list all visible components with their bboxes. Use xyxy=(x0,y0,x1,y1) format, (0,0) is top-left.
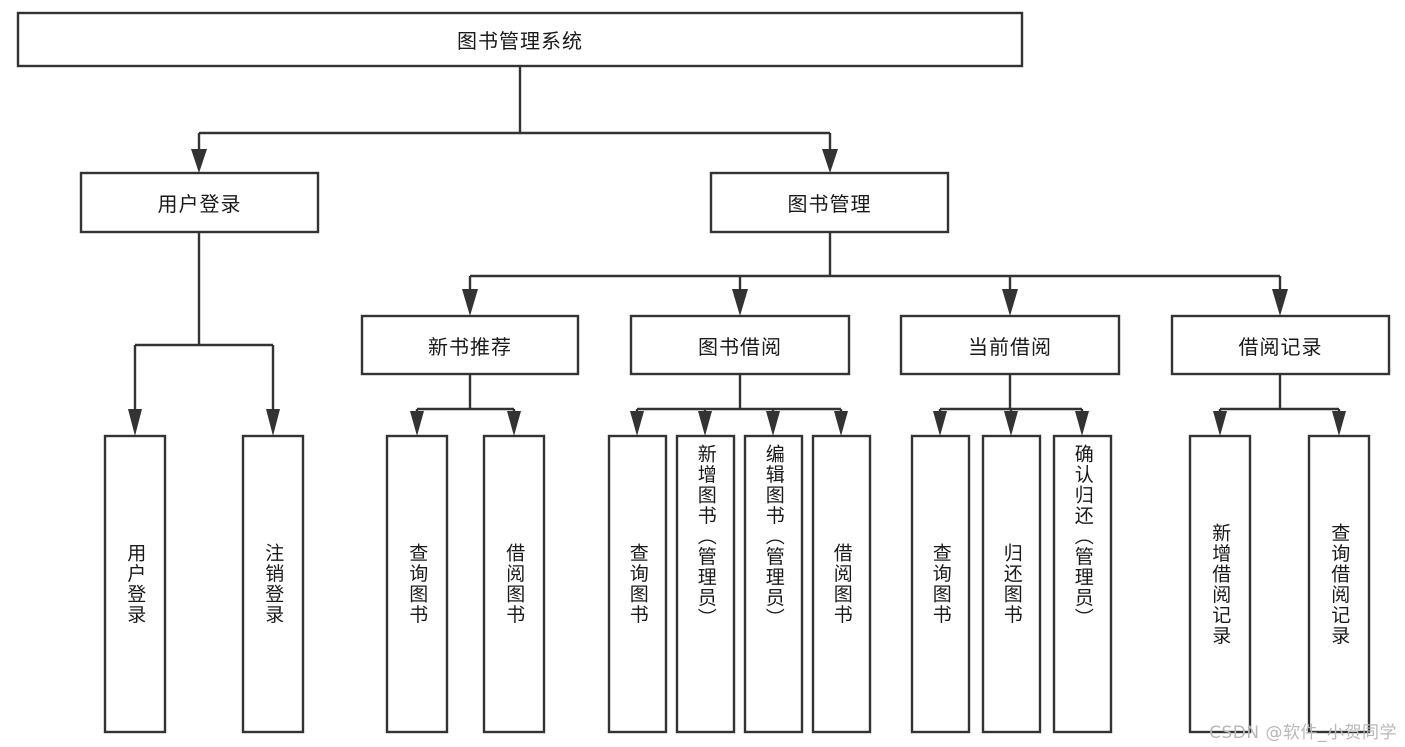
leaf-box-book-borrow-3[interactable] xyxy=(811,434,872,734)
csdn-watermark: CSDN @软件_小贺同学 xyxy=(1209,723,1397,743)
arrowhead-new-book-rec-icon xyxy=(462,289,478,316)
arrowhead-user-login-icon xyxy=(191,149,207,173)
arrowhead-leaf-cb-0-icon xyxy=(933,411,947,436)
leaf-box-new-book-rec-0[interactable] xyxy=(385,434,449,734)
node-borrow-records-box[interactable] xyxy=(1170,314,1391,376)
arrowhead-leaf-bb-2-icon xyxy=(766,411,780,436)
leaf-box-book-borrow-2[interactable] xyxy=(743,434,804,734)
arrowhead-borrow-records-icon xyxy=(1272,289,1288,316)
arrowhead-leaf-br-0-icon xyxy=(1213,411,1227,436)
leaf-box-book-borrow-0[interactable] xyxy=(607,434,668,734)
arrowhead-leaf-bb-1-icon xyxy=(698,411,712,436)
arrowhead-leaf-nb-1-icon xyxy=(507,411,521,436)
arrowhead-leaf-ul-0-icon xyxy=(128,409,142,436)
node-current-borrow-box[interactable] xyxy=(899,314,1121,376)
arrowhead-book-borrow-icon xyxy=(732,289,748,316)
arrowhead-leaf-br-1-icon xyxy=(1332,411,1346,436)
arrowhead-leaf-cb-1-icon xyxy=(1004,411,1018,436)
arrowhead-leaf-bb-3-icon xyxy=(834,411,848,436)
arrowhead-book-manage-icon xyxy=(822,149,838,173)
leaf-box-current-borrow-0[interactable] xyxy=(910,434,971,734)
node-new-book-rec-box[interactable] xyxy=(360,314,580,376)
arrowhead-leaf-nb-0-icon xyxy=(410,411,424,436)
leaf-box-borrow-records-1[interactable] xyxy=(1307,434,1371,734)
leaf-box-borrow-records-0[interactable] xyxy=(1188,434,1252,734)
arrowhead-leaf-bb-0-icon xyxy=(630,411,644,436)
leaf-box-new-book-rec-1[interactable] xyxy=(482,434,546,734)
leaf-box-book-borrow-1[interactable] xyxy=(675,434,736,734)
node-user-login-box[interactable] xyxy=(79,171,320,234)
node-book-manage-box[interactable] xyxy=(709,171,950,234)
leaf-box-current-borrow-2[interactable] xyxy=(1052,434,1113,734)
arrowhead-current-borrow-icon xyxy=(1002,289,1018,316)
leaf-box-current-borrow-1[interactable] xyxy=(981,434,1042,734)
node-book-borrow-box[interactable] xyxy=(629,314,851,376)
arrowhead-leaf-ul-1-icon xyxy=(266,409,280,436)
leaf-box-user-login-0[interactable] xyxy=(103,434,167,734)
arrowhead-leaf-cb-2-icon xyxy=(1075,411,1089,436)
node-root-box[interactable] xyxy=(16,11,1024,68)
leaf-box-user-login-1[interactable] xyxy=(241,434,305,734)
